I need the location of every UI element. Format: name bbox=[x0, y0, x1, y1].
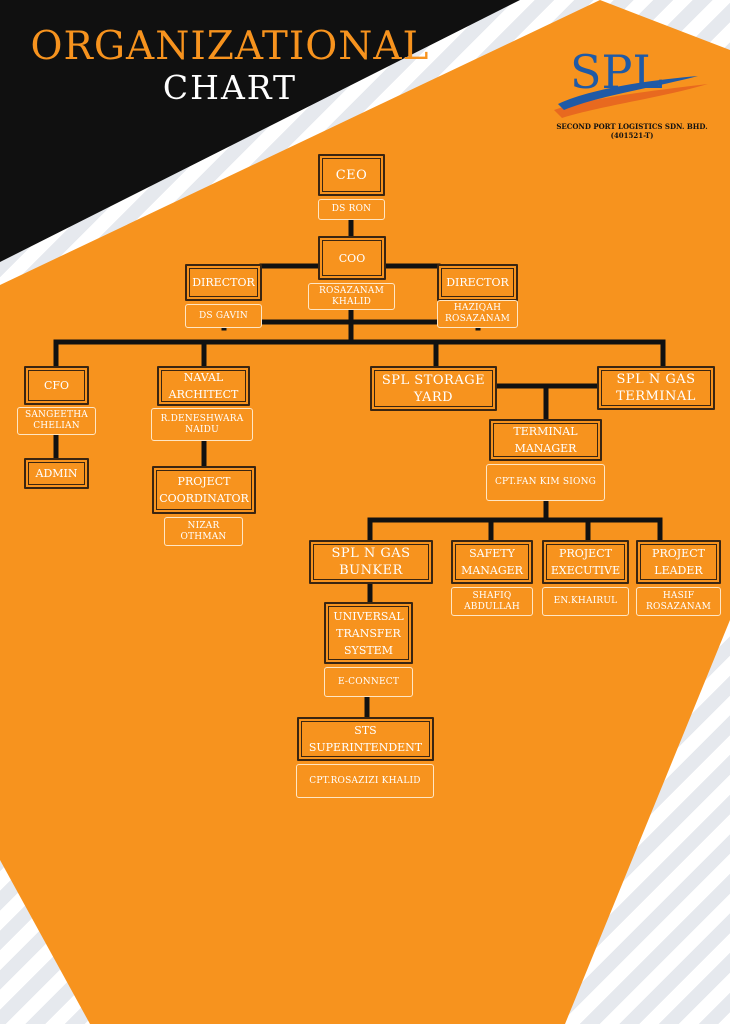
project-executive-name-box: EN.KHAIRUL bbox=[542, 587, 629, 616]
universal-transfer-name-box: E-CONNECT bbox=[324, 667, 413, 697]
logo-company-name: SECOND PORT LOGISTICS SDN. BHD. bbox=[556, 122, 708, 131]
terminal-manager-role-box: TERMINAL MANAGER bbox=[489, 419, 602, 461]
storage-yard-role-box: SPL STORAGE YARD bbox=[370, 366, 497, 411]
logo-swoosh-icon: SPL bbox=[554, 45, 708, 118]
sts-superintendent-name-box: CPT.ROSAZIZI KHALID bbox=[296, 764, 434, 798]
cfo-name-box: SANGEETHA CHELIAN bbox=[17, 407, 96, 435]
safety-manager-name-box: SHAFIQ ABDULLAH bbox=[451, 587, 533, 616]
director-left-name-box: DS GAVIN bbox=[185, 304, 262, 328]
sts-superintendent-role-box: STS SUPERINTENDENT bbox=[297, 717, 434, 761]
project-executive-role-box: PROJECT EXECUTIVE bbox=[542, 540, 629, 584]
logo-registration: (401521-T) bbox=[610, 131, 654, 140]
naval-architect-role-box: NAVAL ARCHITECT bbox=[157, 366, 250, 406]
logo-mark-text: SPL bbox=[570, 45, 663, 99]
safety-manager-role-box: SAFETY MANAGER bbox=[451, 540, 533, 584]
project-leader-role-box: PROJECT LEADER bbox=[636, 540, 721, 584]
project-leader-name-box: HASIF ROSAZANAM bbox=[636, 587, 721, 616]
admin-role-box: ADMIN bbox=[24, 458, 89, 489]
title-line-1: ORGANIZATIONAL bbox=[30, 24, 430, 69]
black-corner bbox=[0, 0, 520, 262]
director-right-name-box: HAZIQAH ROSAZANAM bbox=[437, 300, 518, 328]
ceo-name-box: DS RON bbox=[318, 199, 385, 220]
director-right-role-box: DIRECTOR bbox=[437, 264, 518, 301]
ceo-role-box: CEO bbox=[318, 154, 385, 196]
project-coordinator-name-box: NIZAR OTHMAN bbox=[164, 517, 243, 546]
gas-terminal-role-box: SPL N GAS TERMINAL bbox=[597, 366, 715, 410]
coo-role-box: COO bbox=[318, 236, 386, 280]
universal-transfer-role-box: UNIVERSAL TRANSFER SYSTEM bbox=[324, 602, 413, 664]
gas-bunker-role-box: SPL N GAS BUNKER bbox=[309, 540, 433, 584]
title-line-2: CHART bbox=[162, 68, 298, 107]
director-left-role-box: DIRECTOR bbox=[185, 264, 262, 301]
project-coordinator-role-box: PROJECT COORDINATOR bbox=[152, 466, 256, 514]
terminal-manager-name-box: CPT.FAN KIM SIONG bbox=[486, 464, 605, 501]
naval-architect-name-box: R.DENESHWARA NAIDU bbox=[151, 408, 253, 441]
coo-name-box: ROSAZANAM KHALID bbox=[308, 283, 395, 310]
company-logo: SPL SECOND PORT LOGISTICS SDN. BHD. (401… bbox=[548, 40, 716, 152]
cfo-role-box: CFO bbox=[24, 366, 89, 405]
